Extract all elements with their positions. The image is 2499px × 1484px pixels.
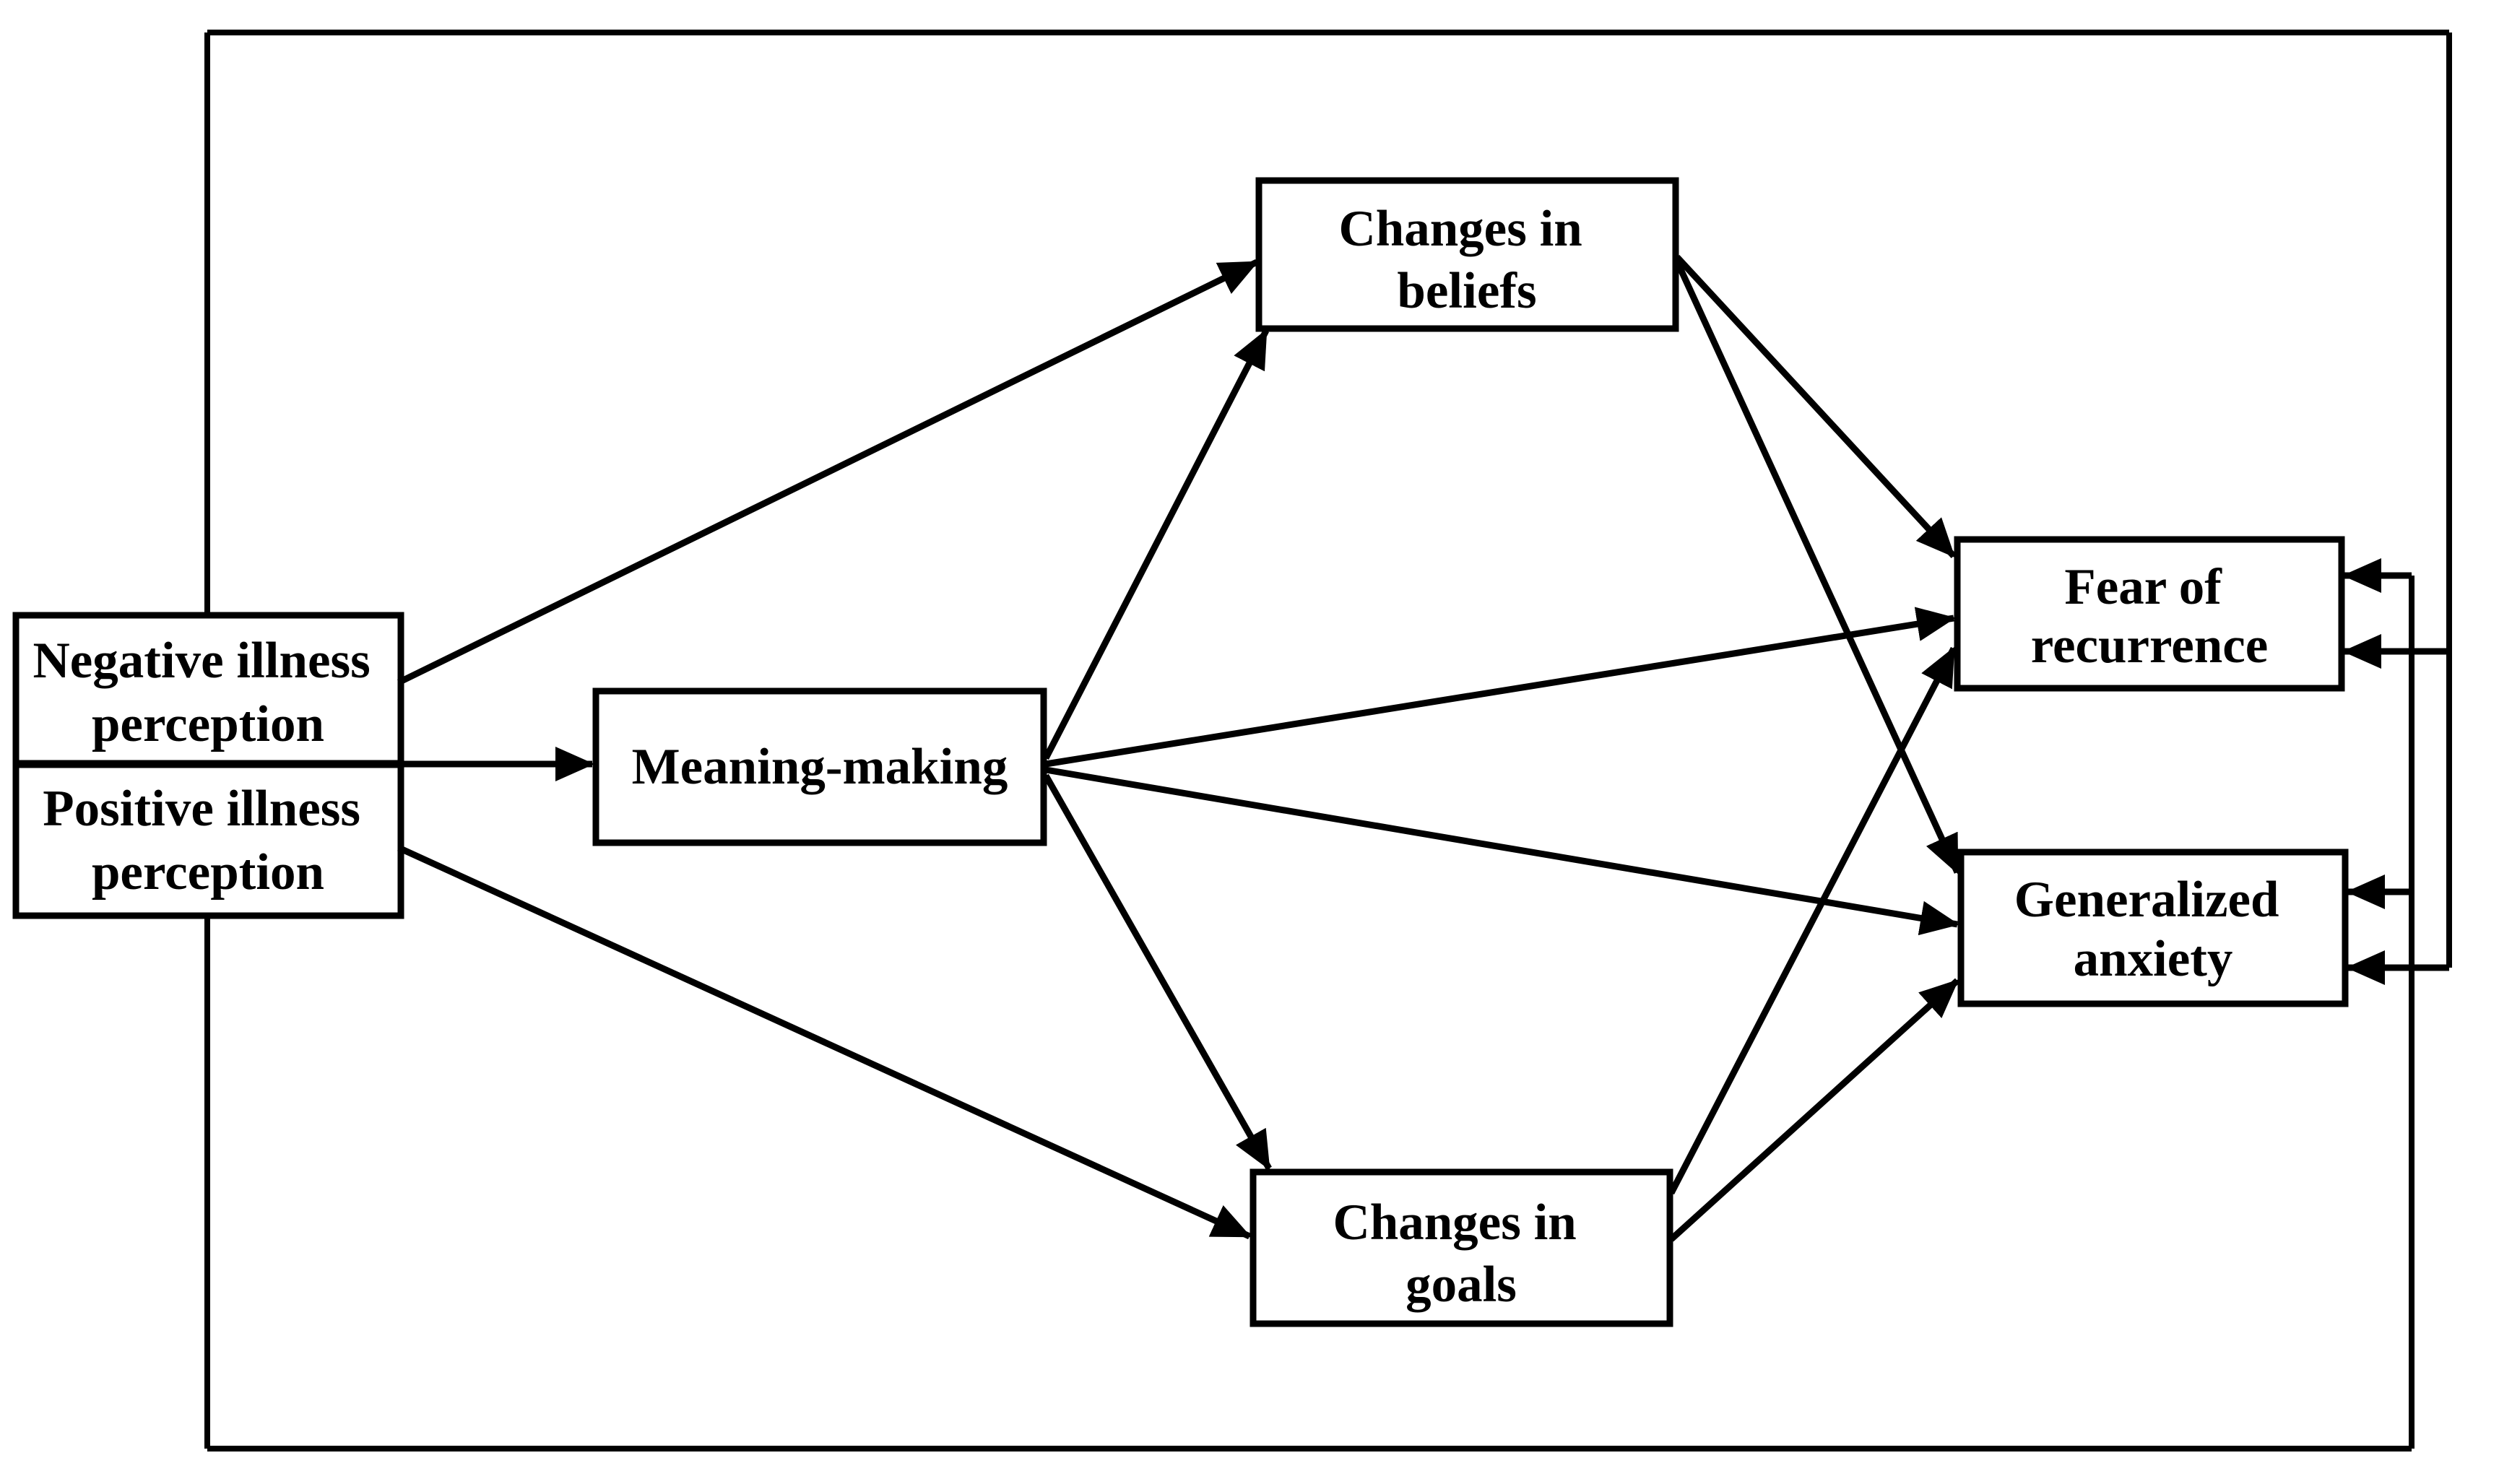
arrow-negative-illness-to-changes-in-beliefs [397, 259, 1259, 686]
arrow-meaning-making-to-generalized-anxiety [1045, 766, 1959, 936]
arrow-changes-in-goals-to-generalized-anxiety [1668, 978, 1960, 1242]
negative-illness-perception-label: Negative illness perception [33, 633, 383, 752]
arrow-changes-in-beliefs-to-fear-of-recurrence [1674, 254, 1957, 559]
outer-frame [204, 30, 2452, 1452]
arrow-changes-in-beliefs-to-generalized-anxiety [1673, 260, 1961, 875]
arrow-meaning-making-to-fear-of-recurrence [1045, 607, 1956, 768]
arrow-positive-illness-to-changes-in-goals [397, 844, 1252, 1240]
edges [397, 254, 2449, 1242]
generalized-anxiety-label: Generalized anxiety [2014, 872, 2292, 987]
changes-in-goals-label: Changes in goals [1333, 1194, 1589, 1313]
positive-illness-perception-label: Positive illness perception [43, 781, 373, 901]
changes-in-goals-box [1250, 1168, 1673, 1327]
changes-in-beliefs-box [1255, 177, 1679, 332]
node-illness-perception [12, 612, 404, 919]
meaning-making-label: Meaning-making [632, 739, 1008, 795]
changes-in-beliefs-label: Changes in beliefs [1338, 201, 1595, 319]
meaning-making-box [592, 687, 1047, 846]
arrow-meaning-making-to-changes-in-beliefs [1042, 329, 1270, 760]
fear-of-recurrence-label: Fear of recurrence [2031, 559, 2269, 674]
arrow-meaning-making-to-changes-in-goals [1043, 773, 1272, 1171]
arrow-changes-in-goals-to-fear-of-recurrence [1668, 646, 1957, 1195]
fear-of-recurrence-box [1954, 536, 2345, 692]
generalized-anxiety-box [1957, 849, 2349, 1007]
